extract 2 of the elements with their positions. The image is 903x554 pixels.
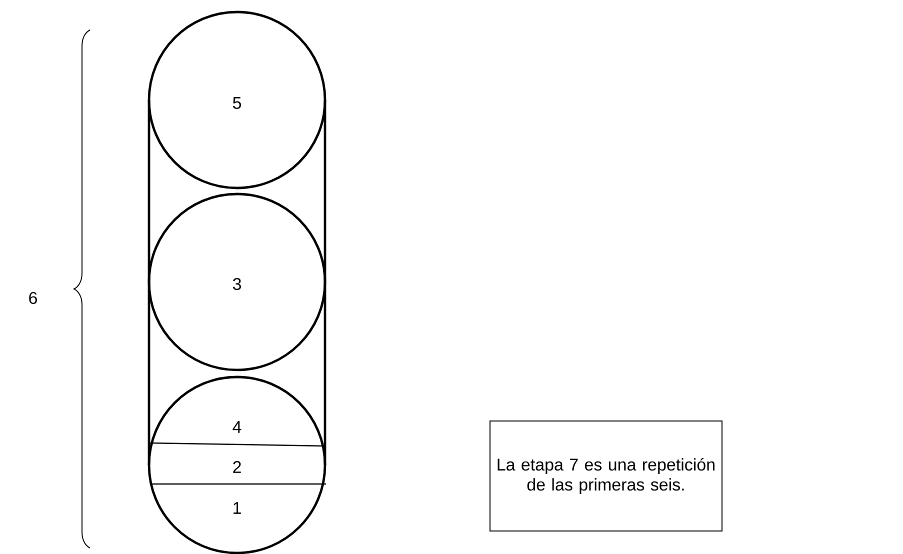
brace-label: 6: [29, 292, 37, 304]
text-box: La etapa 7 es una repetición de las primeras seis.: [490, 420, 722, 532]
